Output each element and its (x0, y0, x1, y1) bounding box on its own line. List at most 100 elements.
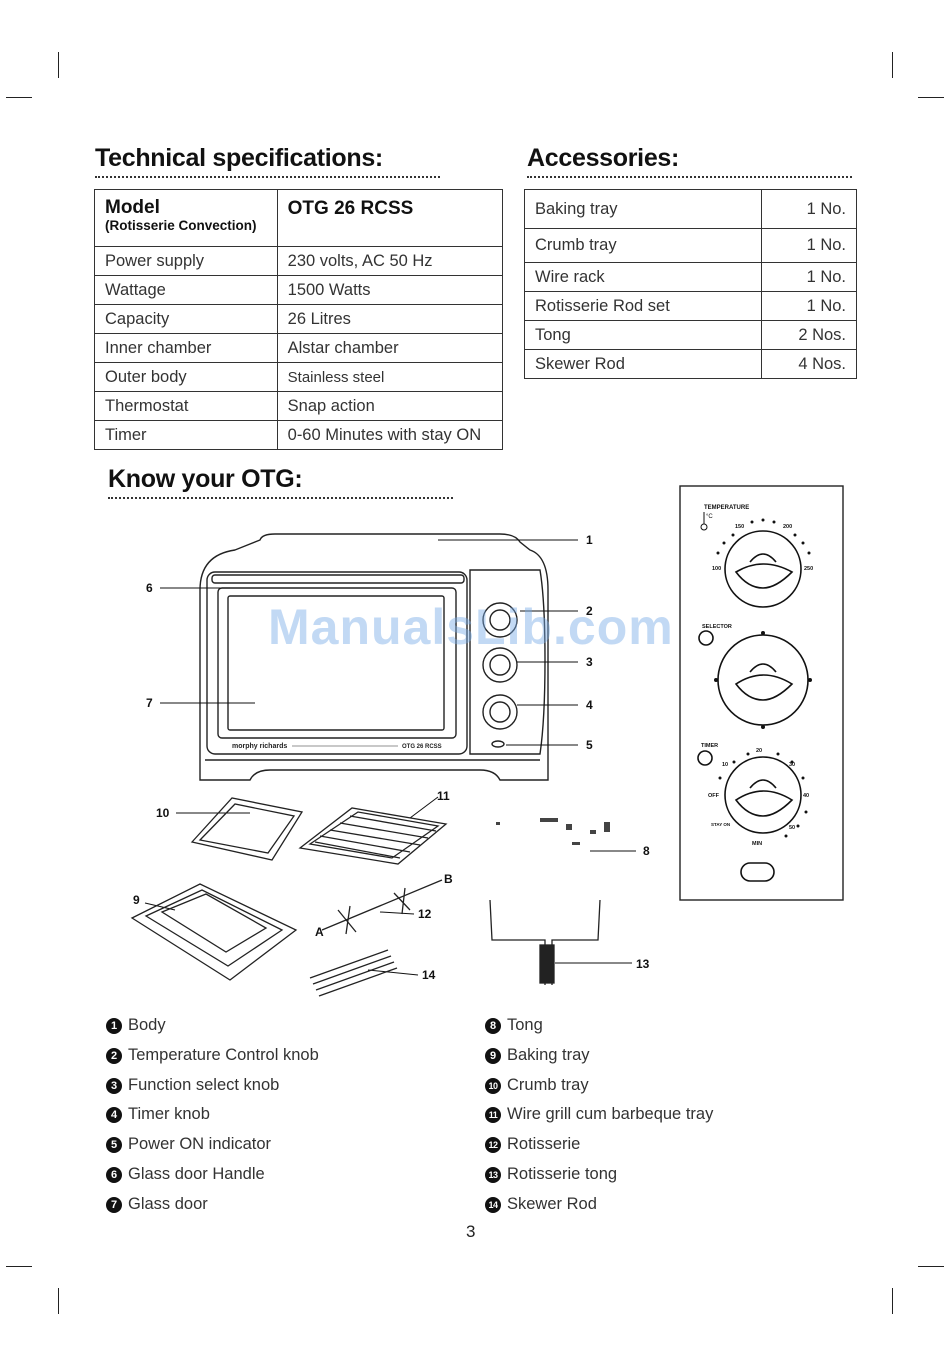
oven-handle (211, 574, 465, 584)
crop-mark (58, 52, 59, 78)
temperature-knob-small (482, 602, 518, 638)
temp-mark: 150 (735, 524, 744, 530)
legend-number: 5 (106, 1136, 122, 1153)
callout-14: 14 (422, 968, 436, 982)
legend-text: Temperature Control knob (128, 1046, 319, 1064)
function-knob-small (482, 647, 518, 683)
spec-value: 1500 Watts (276, 275, 504, 305)
power-indicator (491, 740, 505, 748)
legend-text: Tong (507, 1016, 543, 1034)
legend-number: 9 (485, 1047, 501, 1064)
oven-door (206, 571, 468, 755)
legend-item: 8 Tong (485, 1016, 543, 1035)
accessory-item: Crumb tray (523, 228, 763, 263)
crop-mark (58, 1288, 59, 1314)
callout-6: 6 (146, 581, 153, 595)
callout-B: B (444, 872, 453, 886)
spec-model-sub: (Rotisserie Convection) (105, 218, 257, 233)
rotisserie-rod (321, 879, 443, 931)
temperature-knob (724, 530, 802, 608)
stay-on-label: STAY ON (711, 822, 730, 827)
legend-item: 5 Power ON indicator (106, 1135, 271, 1154)
temp-mark: 100 (712, 566, 721, 572)
callout-8: 8 (643, 844, 650, 858)
legend-number: 12 (485, 1136, 501, 1153)
crop-mark (918, 97, 944, 98)
legend-text: Body (128, 1016, 166, 1034)
spec-model-label-cell: Model (Rotisserie Convection) (94, 189, 278, 247)
legend-number: 2 (106, 1047, 122, 1064)
spec-model-label: Model (105, 197, 160, 218)
legend-item: 9 Baking tray (485, 1046, 590, 1065)
spec-label: Outer body (94, 362, 278, 392)
timer-mark: 10 (722, 762, 728, 768)
callout-A: A (315, 925, 324, 939)
spec-label: Timer (94, 420, 278, 450)
timer-knob-small (482, 694, 518, 730)
timer-mark: 40 (803, 793, 809, 799)
accessories-title: Accessories: (527, 144, 680, 172)
crop-mark (6, 97, 32, 98)
legend-text: Rotisserie tong (507, 1165, 618, 1183)
spec-label: Capacity (94, 304, 278, 334)
tong (540, 818, 558, 822)
control-panel (679, 485, 844, 901)
legend-text: Skewer Rod (507, 1195, 597, 1213)
legend-text: Rotisserie (507, 1135, 581, 1153)
spec-label: Inner chamber (94, 333, 278, 363)
legend-item: 12 Rotisserie (485, 1135, 580, 1154)
baking-tray (130, 883, 298, 981)
selector-knob (717, 634, 809, 726)
accessory-item: Skewer Rod (523, 349, 763, 379)
legend-text: Glass door (128, 1195, 208, 1213)
callout-5: 5 (586, 738, 593, 752)
watermark: ManualsLib.com (268, 599, 674, 655)
know-your-otg-title: Know your OTG: (108, 465, 303, 493)
timer-mark: 20 (756, 748, 762, 754)
accessory-qty: 4 Nos. (761, 349, 857, 379)
timer-mark: 30 (789, 762, 795, 768)
callout-3: 3 (586, 655, 593, 669)
spec-label: Thermostat (94, 391, 278, 421)
legend-number: 8 (485, 1017, 501, 1034)
timer-mark: 50 (789, 825, 795, 831)
legend-number: 13 (485, 1166, 501, 1183)
callout-13: 13 (636, 957, 650, 971)
temperature-label: TEMPERATURE (704, 505, 749, 511)
model-plate: OTG 26 RCSS (402, 744, 442, 750)
legend-text: Power ON indicator (128, 1135, 272, 1153)
know-underline (108, 497, 453, 499)
spec-row-model: Model (Rotisserie Convection) OTG 26 RCS… (94, 189, 504, 247)
callout-4: 4 (586, 698, 593, 712)
accessory-item: Baking tray (523, 189, 763, 229)
timer-label: TIMER (701, 743, 718, 749)
panel-indicator (740, 862, 775, 882)
min-label: MIN (752, 841, 762, 847)
wire-rack (298, 807, 448, 865)
accessory-qty: 2 Nos. (761, 320, 857, 350)
oven-body (199, 533, 549, 781)
skewer-rod (309, 949, 389, 979)
crop-mark (6, 1266, 32, 1267)
legend-number: 10 (485, 1077, 501, 1094)
legend-text: Crumb tray (507, 1076, 589, 1094)
legend-item: 2 Temperature Control knob (106, 1046, 319, 1065)
legend-number: 4 (106, 1106, 122, 1123)
legend-text: Baking tray (507, 1046, 590, 1064)
legend-number: 6 (106, 1166, 122, 1183)
crop-mark (892, 52, 893, 78)
selector-label: SELECTOR (702, 624, 732, 630)
